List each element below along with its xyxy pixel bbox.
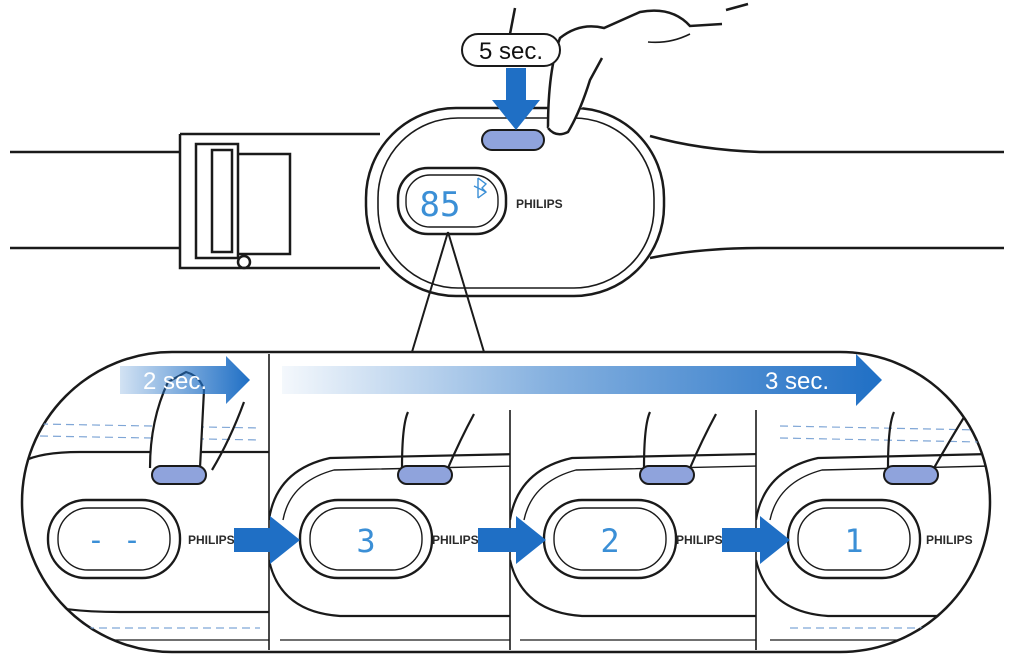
step-2-button[interactable] — [397, 465, 453, 485]
step-arrow-icon — [478, 516, 546, 564]
step-1-button[interactable] — [151, 465, 207, 485]
down-arrow-icon — [492, 68, 540, 130]
timeline-label-2s: 2 sec. — [143, 368, 207, 395]
step-3-display: 2 — [600, 522, 619, 560]
sequence-step-3: 2 PHILIPS — [510, 411, 756, 641]
device-display: 85 — [396, 166, 508, 236]
timeline-arrow-3s: 3 sec. — [282, 354, 882, 406]
sequence-panel — [20, 350, 992, 654]
device-button[interactable] — [481, 129, 545, 151]
sequence-step-4: 1 PHILIPS — [756, 411, 990, 641]
step-arrow-icon — [234, 516, 300, 564]
step-2-brand: PHILIPS — [432, 533, 479, 547]
top-brand-label: PHILIPS — [516, 197, 563, 211]
step-4-button[interactable] — [883, 465, 939, 485]
press-callout: 5 sec. — [461, 33, 561, 67]
step-arrows — [234, 516, 790, 564]
step-4-brand: PHILIPS — [926, 533, 973, 547]
step-1-brand: PHILIPS — [188, 533, 235, 547]
timeline-arrow-2s: 2 sec. — [120, 356, 250, 404]
press-duration-label: 5 sec. — [479, 38, 543, 65]
step-3-brand: PHILIPS — [676, 533, 723, 547]
step-1-display: - - — [87, 523, 141, 558]
step-4-display: 1 — [844, 522, 863, 560]
display-value: 85 — [420, 185, 461, 225]
belt-illustration — [10, 132, 1004, 270]
sequence-step-2: 3 PHILIPS — [269, 411, 510, 641]
sequence-step-1: - - PHILIPS — [22, 370, 269, 641]
bluetooth-icon — [473, 177, 488, 199]
step-arrow-icon — [722, 516, 790, 564]
timeline-label-3s: 3 sec. — [765, 368, 829, 395]
zoom-callout-lines — [411, 231, 485, 353]
step-3-button[interactable] — [639, 465, 695, 485]
step-2-display: 3 — [356, 522, 375, 560]
